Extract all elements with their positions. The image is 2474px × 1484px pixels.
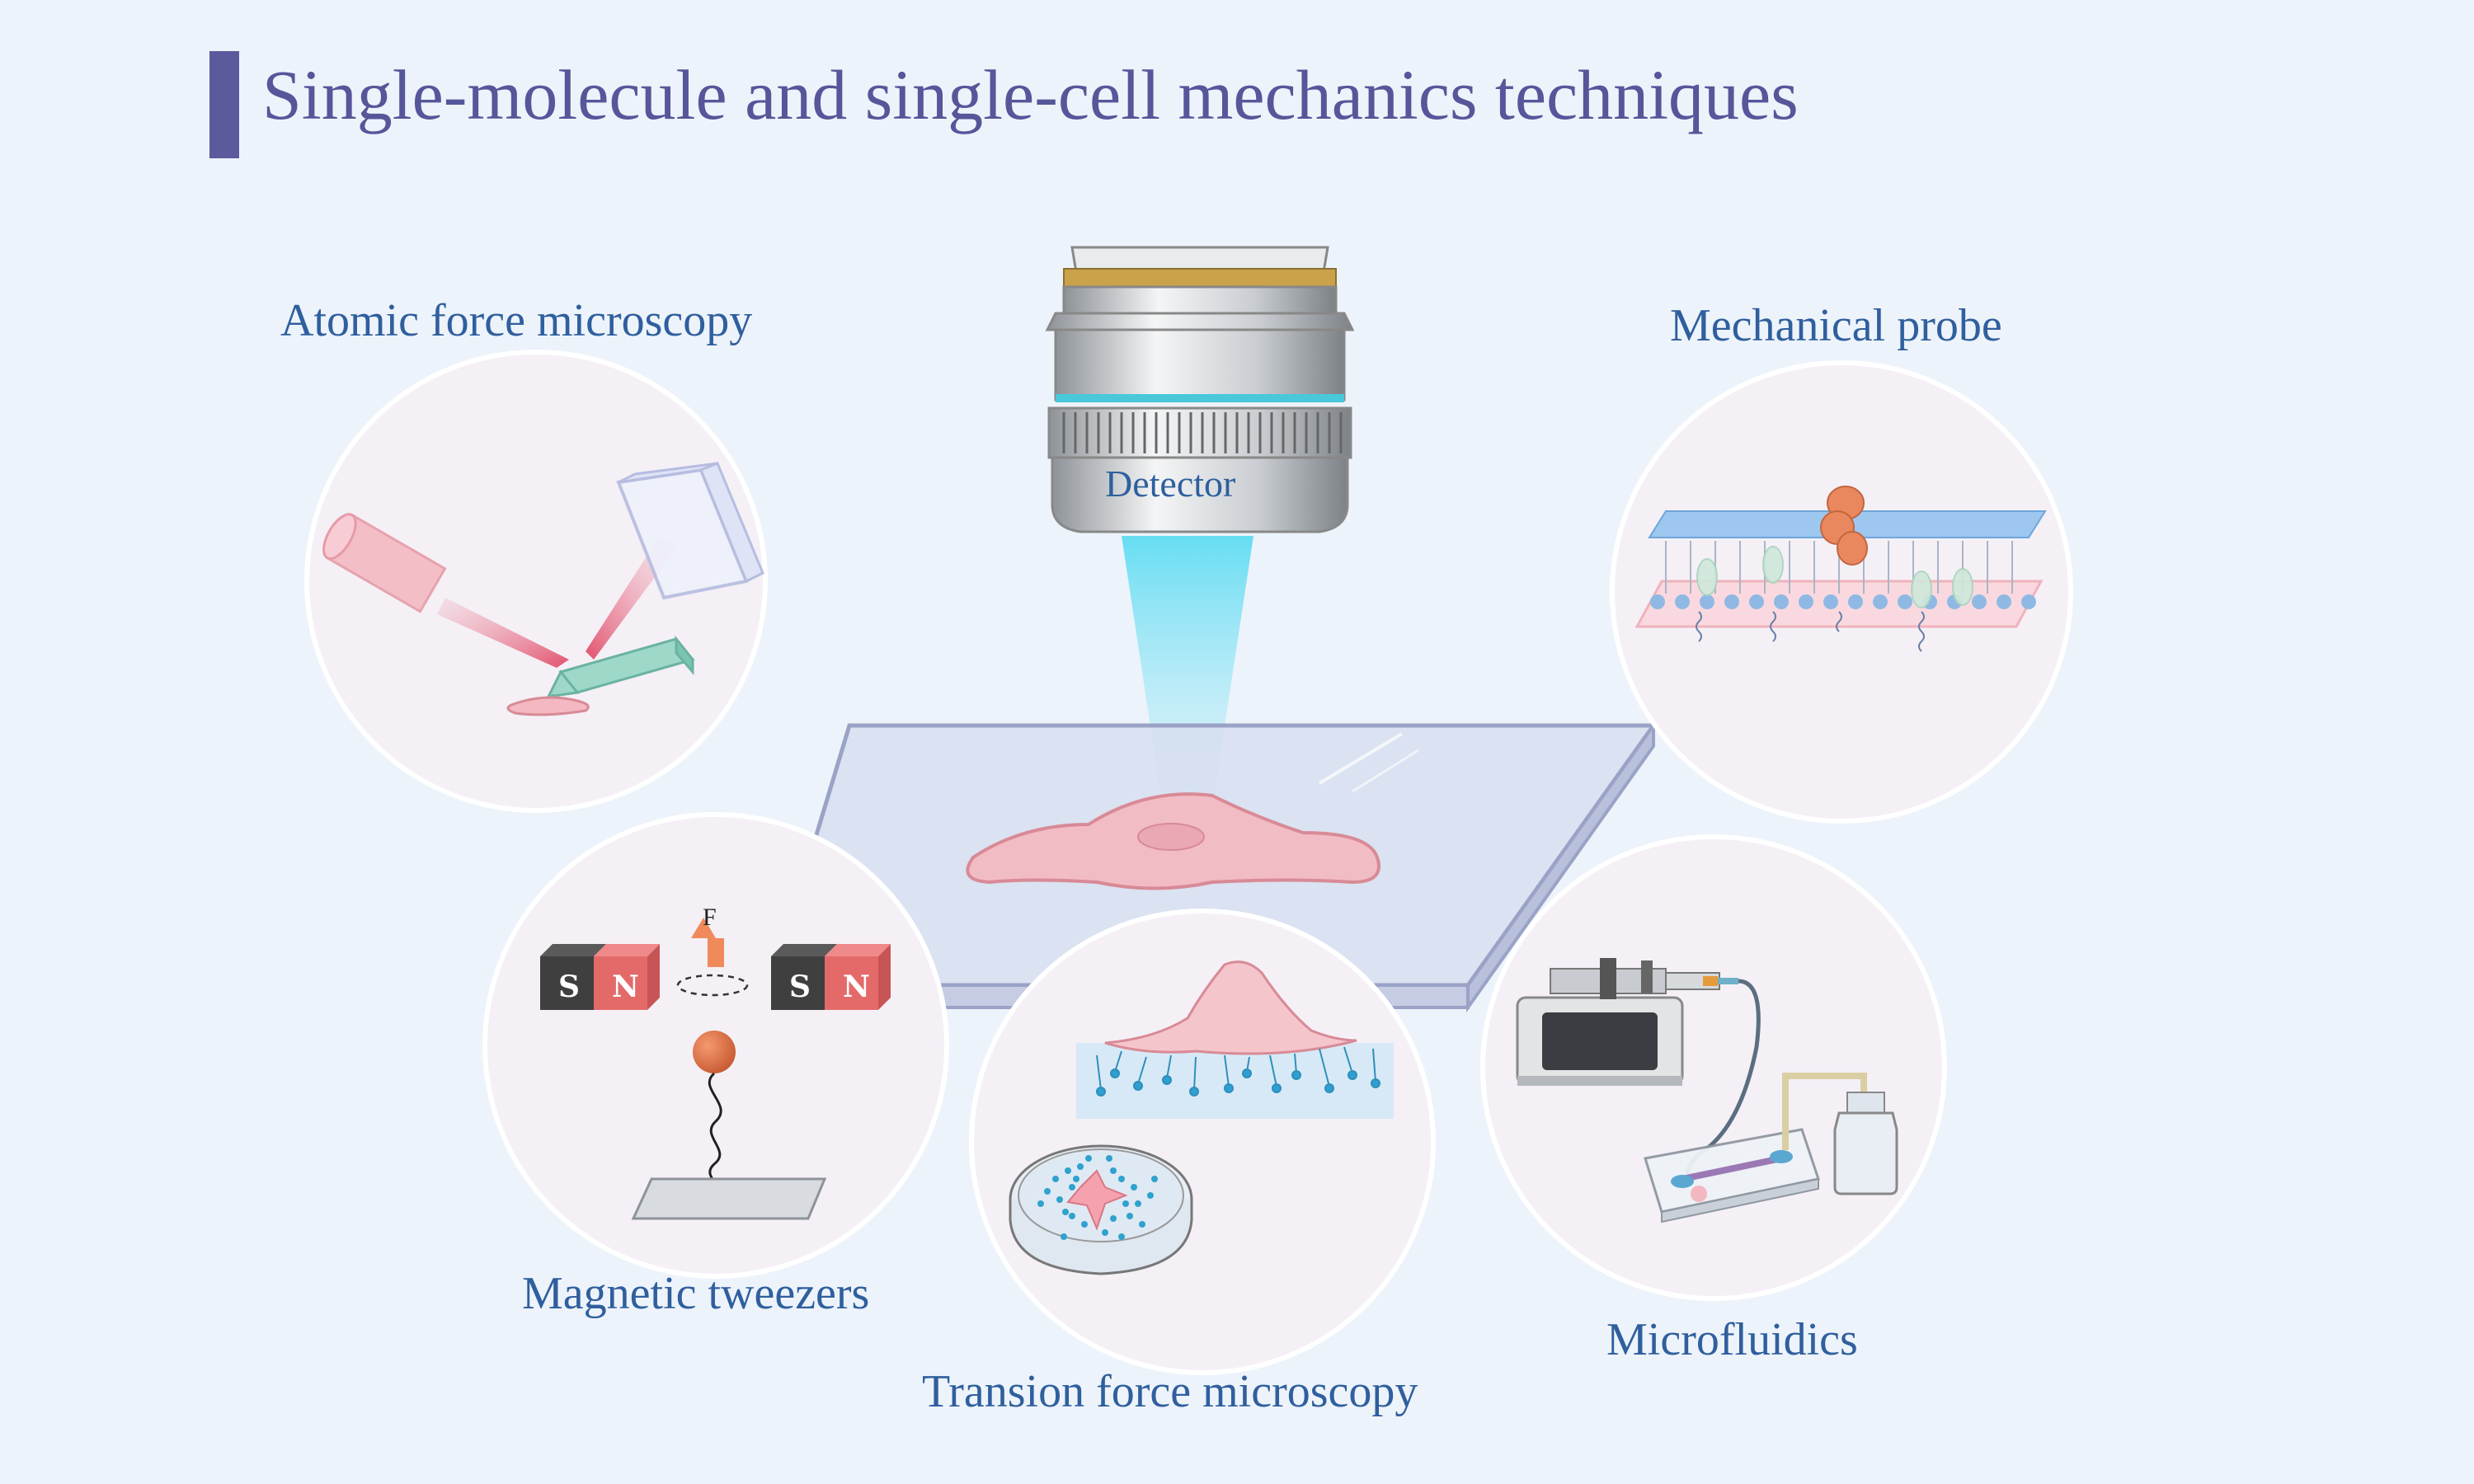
magnet-right-s: S (789, 970, 811, 1004)
chip (1644, 1128, 1820, 1223)
force-label: F (703, 904, 717, 931)
cell (966, 792, 1380, 890)
label-probe: Mechanical probe (1670, 300, 2002, 351)
label-tfm: Transion force microscopy (922, 1366, 1418, 1417)
label-microfluidics: Microfluidics (1606, 1314, 1858, 1365)
magnet-left (540, 944, 660, 1010)
tweezers-panel (482, 812, 949, 1279)
magnet-left-s: S (558, 970, 580, 1004)
tfm-panel (969, 909, 1436, 1375)
afm-panel (304, 350, 768, 813)
title-accent-bar (209, 51, 239, 158)
magnet-left-n: N (612, 970, 639, 1004)
petri-dish (1009, 1144, 1193, 1275)
bottle (1833, 1092, 1898, 1195)
label-tweezers: Magnetic tweezers (522, 1268, 870, 1319)
detector-label: Detector (1105, 463, 1236, 505)
objective-lens (1045, 246, 1355, 533)
label-afm: Atomic force microscopy (280, 295, 753, 346)
page-title: Single-molecule and single-cell mechanic… (262, 55, 1799, 134)
probe-panel (1610, 360, 2073, 824)
magnet-right (771, 944, 891, 1010)
syringe-pump (1516, 958, 1738, 1086)
microfluidics-panel (1480, 834, 1947, 1301)
magnet-right-n: N (843, 970, 870, 1004)
